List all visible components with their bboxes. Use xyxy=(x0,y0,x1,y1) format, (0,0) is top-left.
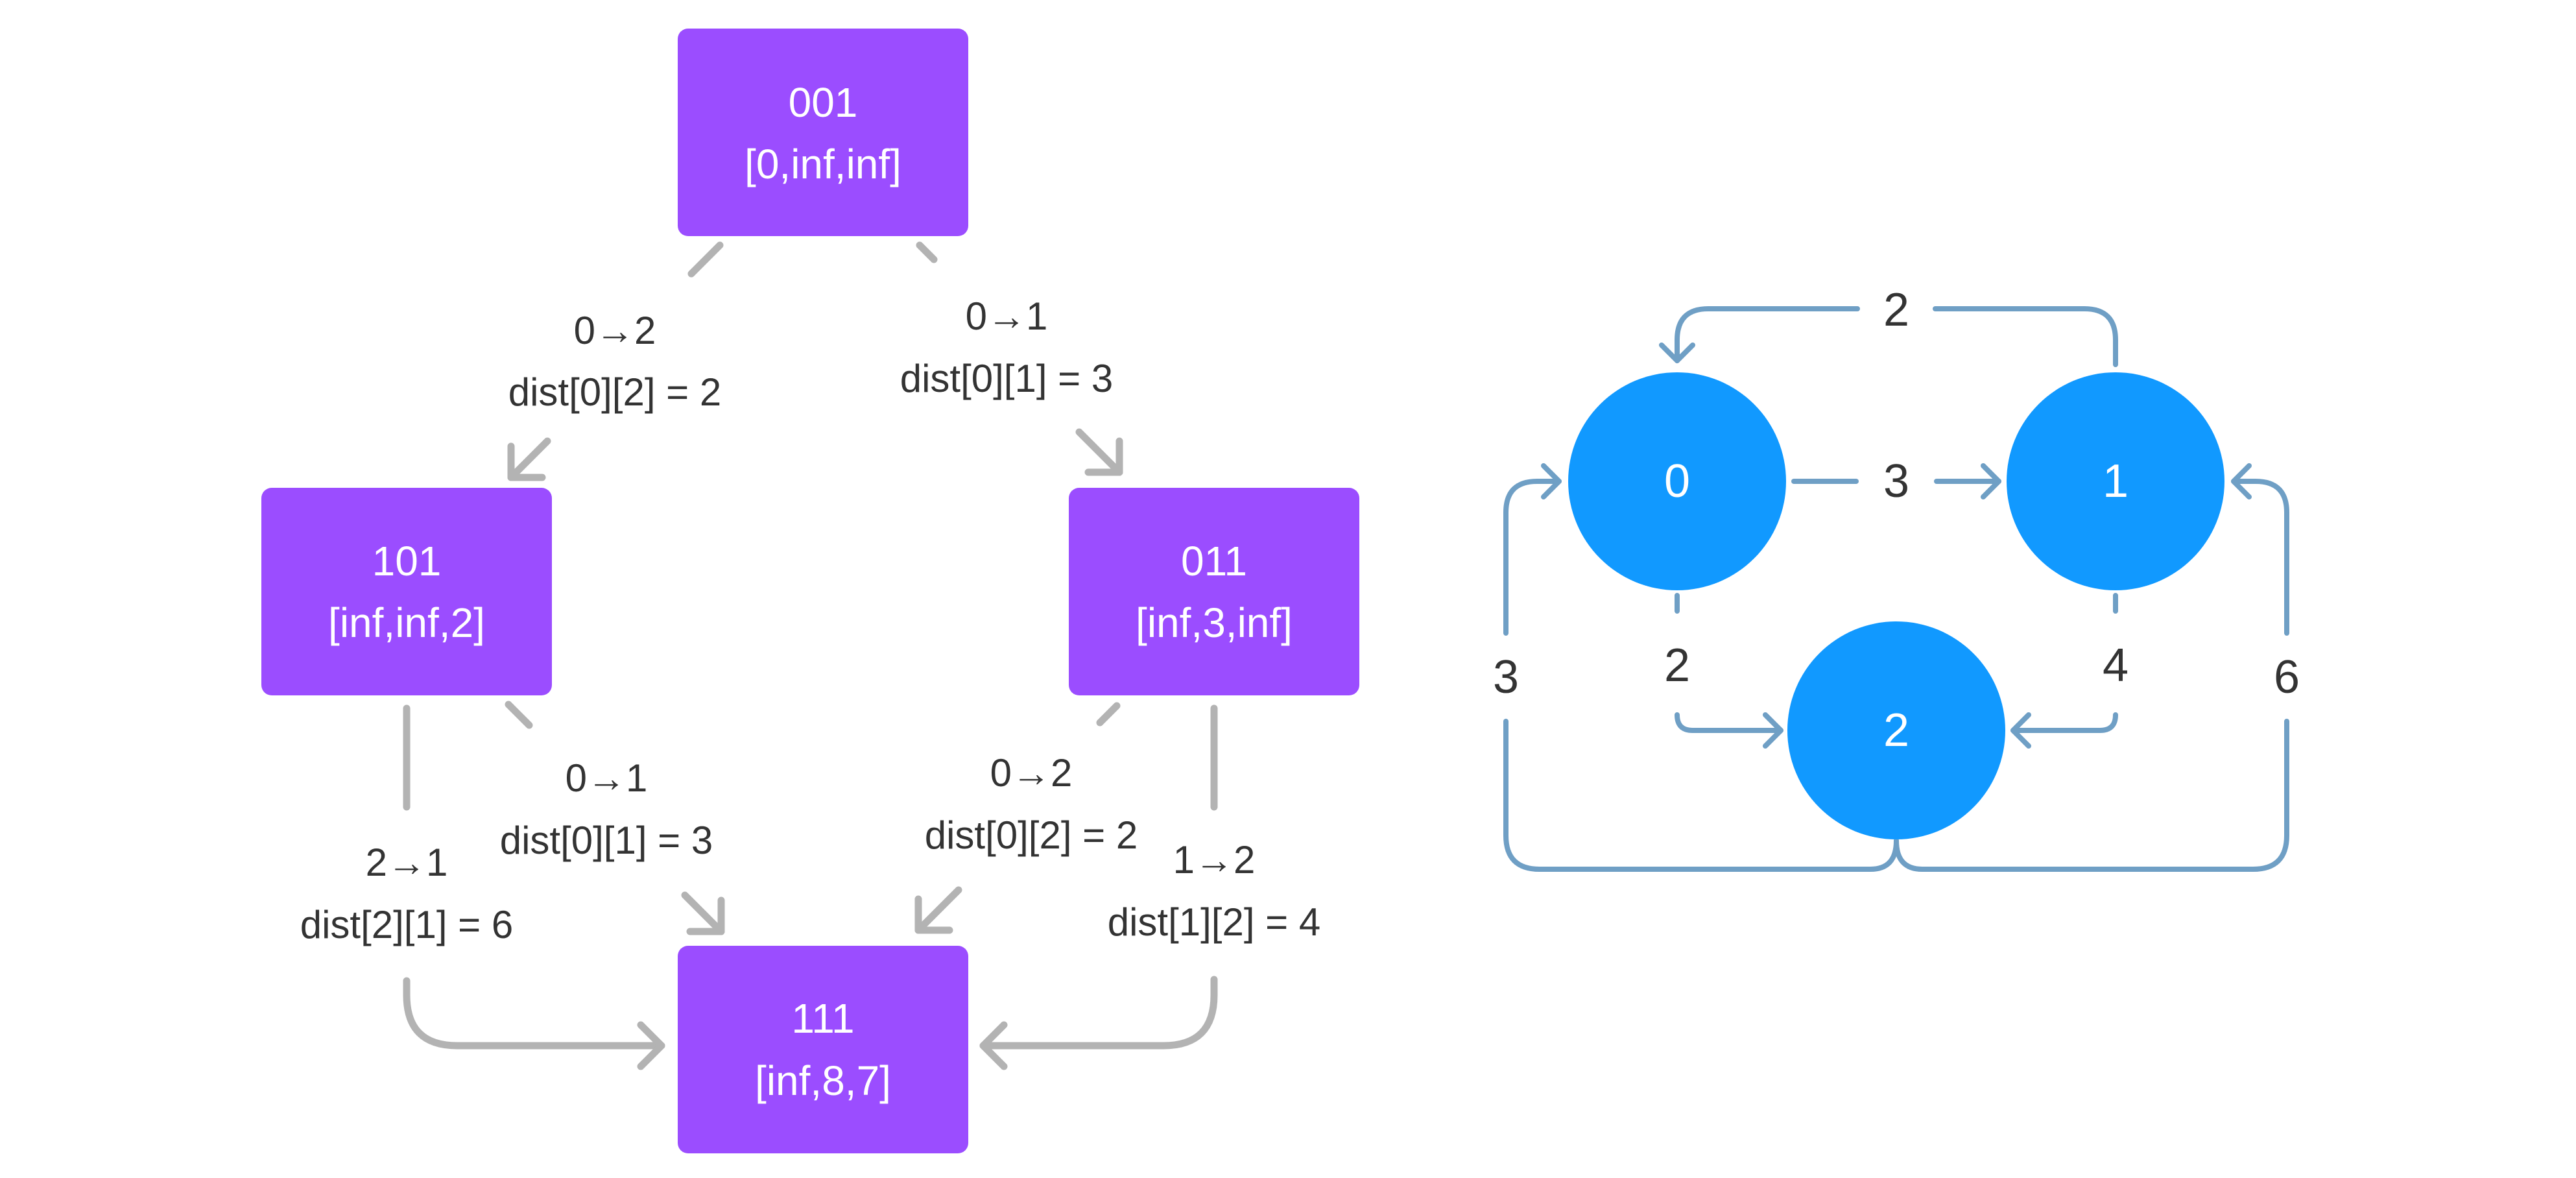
edge-1-to-0: 2 xyxy=(1659,284,2118,367)
graph-node-0: 0 xyxy=(1568,372,1786,590)
edge-weight: 2 xyxy=(1664,640,1690,691)
edge-segment xyxy=(1894,719,2289,872)
arrow-head xyxy=(637,1021,665,1070)
arrow-head xyxy=(979,1021,1008,1070)
state-111: 111 [inf,8,7] xyxy=(678,946,968,1153)
transition-001-to-011: 0→1 dist[0][1] = 3 xyxy=(900,241,1123,476)
transition-calc: dist[0][1] = 3 xyxy=(500,819,713,862)
arrow-head xyxy=(1084,437,1123,476)
edge-weight: 4 xyxy=(2103,640,2129,691)
edge-segment xyxy=(1675,306,1860,363)
edge-segment xyxy=(2010,712,2118,733)
edge-segment xyxy=(507,437,551,481)
state-diagram: 001 [0,inf,inf] 101 [inf,inf,2] 011 [inf… xyxy=(261,29,1359,1153)
edge-segment xyxy=(1933,306,2118,367)
state-box xyxy=(678,946,968,1153)
edge-1-to-2: 4 xyxy=(2010,593,2129,749)
state-mask: 011 xyxy=(1181,538,1247,584)
state-box xyxy=(1069,488,1359,695)
transition-011-to-111-via-1: 1→2 dist[1][2] = 4 xyxy=(979,704,1321,1070)
edge-segment xyxy=(1675,712,1783,733)
transition-move: 0→1 xyxy=(566,756,648,800)
edge-segment xyxy=(916,241,938,263)
node-circle xyxy=(1568,372,1786,590)
graph-node-1: 1 xyxy=(2007,372,2224,590)
transition-move: 0→2 xyxy=(574,309,656,352)
node-circle xyxy=(1787,621,2005,839)
transition-calc: dist[0][2] = 2 xyxy=(925,813,1138,857)
node-label: 0 xyxy=(1664,455,1690,507)
edge-weight: 3 xyxy=(1883,455,1909,507)
transition-calc: dist[1][2] = 4 xyxy=(1108,900,1321,944)
state-box xyxy=(678,29,968,236)
arrow-head xyxy=(2010,712,2031,749)
arrow-head xyxy=(686,896,725,935)
edge-weight: 6 xyxy=(2274,651,2300,703)
edge-segment xyxy=(1096,702,1121,727)
edge-2-to-1: 6 xyxy=(1894,463,2300,872)
edge-segment xyxy=(403,977,665,1050)
node-label: 2 xyxy=(1883,704,1909,756)
state-dist: [inf,inf,2] xyxy=(328,599,485,646)
arrow-head xyxy=(507,442,546,481)
transition-move: 0→2 xyxy=(990,751,1073,795)
edge-segment xyxy=(979,976,1218,1050)
edge-2-to-0: 3 xyxy=(1493,463,1899,872)
arrow-head xyxy=(1763,712,1783,749)
edge-segment xyxy=(687,241,724,278)
transition-011-to-111: 0→2 dist[0][2] = 2 xyxy=(914,702,1138,934)
state-dist: [0,inf,inf] xyxy=(745,141,901,187)
edge-segment xyxy=(1503,719,1899,872)
transition-calc: dist[0][2] = 2 xyxy=(508,370,722,414)
state-mask: 101 xyxy=(372,538,442,584)
edge-segment xyxy=(505,701,533,729)
edge-0-to-1: 3 xyxy=(1791,455,2001,507)
edge-segment xyxy=(1503,479,1562,636)
edge-0-to-2: 2 xyxy=(1664,593,1783,749)
state-101: 101 [inf,inf,2] xyxy=(261,488,552,695)
arrow-head xyxy=(1541,463,1562,499)
edge-segment xyxy=(681,891,725,935)
transition-calc: dist[2][1] = 6 xyxy=(300,903,514,946)
state-mask: 001 xyxy=(789,79,858,126)
edge-weight: 2 xyxy=(1883,284,1909,336)
transition-101-to-111: 0→1 dist[0][1] = 3 xyxy=(500,701,725,935)
graph-node-2: 2 xyxy=(1787,621,2005,839)
state-011: 011 [inf,3,inf] xyxy=(1069,488,1359,695)
state-dist: [inf,3,inf] xyxy=(1136,599,1293,646)
transition-move: 1→2 xyxy=(1173,838,1256,882)
edge-weight: 3 xyxy=(1493,651,1519,703)
weighted-graph: 2 3 2 4 3 xyxy=(1493,284,2300,872)
edge-segment xyxy=(2231,479,2289,636)
arrow-head xyxy=(1659,343,1695,363)
transition-move: 0→1 xyxy=(966,294,1048,338)
node-label: 1 xyxy=(2103,455,2129,507)
state-dist: [inf,8,7] xyxy=(755,1057,891,1104)
arrow-head xyxy=(914,895,953,934)
state-mask: 111 xyxy=(791,995,854,1042)
transition-move: 2→1 xyxy=(366,841,448,884)
node-circle xyxy=(2007,372,2224,590)
edge-segment xyxy=(1075,428,1123,476)
state-box xyxy=(261,488,552,695)
edge-segment xyxy=(914,886,962,934)
arrow-head xyxy=(1981,463,2001,499)
arrow-head xyxy=(2231,463,2252,499)
transition-calc: dist[0][1] = 3 xyxy=(900,357,1114,400)
transition-101-to-111-via-2: 2→1 dist[2][1] = 6 xyxy=(300,704,665,1070)
transition-001-to-101: 0→2 dist[0][2] = 2 xyxy=(507,241,724,481)
state-001: 001 [0,inf,inf] xyxy=(678,29,968,236)
